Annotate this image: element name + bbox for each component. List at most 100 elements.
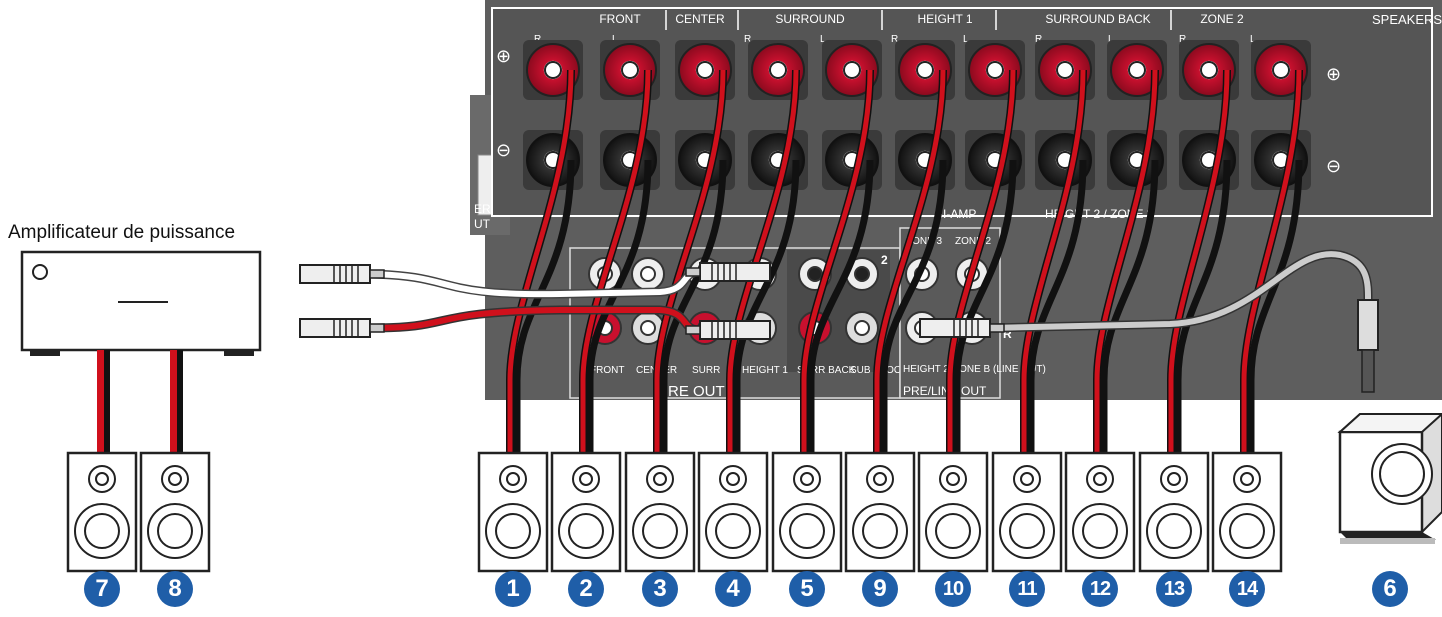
tweeter-center xyxy=(1093,472,1107,486)
minus-icon-left: ⊖ xyxy=(496,140,511,160)
rca-plug-tip xyxy=(369,269,385,279)
group-label: ZONE 2 xyxy=(1200,12,1244,26)
rca-plug-body xyxy=(299,318,371,338)
channel-letter: L xyxy=(1250,34,1256,45)
number-badge: 2 xyxy=(568,571,604,607)
terminal-hole xyxy=(916,61,934,79)
number-badge: 9 xyxy=(862,571,898,607)
plus-icon-right: ⊕ xyxy=(1326,64,1341,84)
rca-plug-preout-white xyxy=(685,262,771,282)
group-label: SURROUND xyxy=(775,12,845,26)
preout-num-2: 2 xyxy=(881,253,888,267)
rca-plug-tip xyxy=(685,325,701,335)
speaker-cable-red xyxy=(580,69,651,453)
power-amplifier xyxy=(20,250,262,356)
preout-input-label: SURR xyxy=(692,365,720,376)
channel-letter: R xyxy=(891,34,898,45)
tweeter-center xyxy=(653,472,667,486)
tweeter-center xyxy=(946,472,960,486)
tweeter-center xyxy=(1020,472,1034,486)
speaker-icon xyxy=(1064,451,1136,573)
rca-plug-tip xyxy=(369,323,385,333)
speaker-cable-black xyxy=(1247,159,1303,453)
speakers-label: SPEAKERS xyxy=(1372,12,1442,27)
speaker-cable-red xyxy=(654,69,726,453)
rca-plug-sub-vertical xyxy=(1357,299,1379,351)
channel-letter: R xyxy=(1035,34,1042,45)
rca-plug-tip xyxy=(989,323,1005,333)
rca-plug-body xyxy=(699,262,771,282)
terminal-hole xyxy=(986,61,1004,79)
rca-plug-tip xyxy=(685,267,701,277)
amp-speaker-cable-red xyxy=(170,350,177,453)
speaker-cable-black xyxy=(880,159,947,453)
terminal-hole xyxy=(843,61,861,79)
speaker-cable-red xyxy=(507,69,574,453)
amp-speaker-cable-black xyxy=(177,350,183,453)
terminal-hole xyxy=(621,61,639,79)
rca-plug-subwoofer xyxy=(919,318,1005,338)
tweeter-center xyxy=(506,472,520,486)
speaker-cable-black xyxy=(1174,159,1231,453)
speaker-icon xyxy=(550,451,622,573)
speaker-cable-black xyxy=(660,159,727,453)
speaker-icon xyxy=(697,451,769,573)
preout-jack-center xyxy=(854,266,870,282)
tweeter-center xyxy=(168,472,182,486)
rca-plug-body xyxy=(299,264,371,284)
speaker-icon xyxy=(771,451,843,573)
rca-plug-body xyxy=(919,318,991,338)
tweeter-center xyxy=(1240,472,1254,486)
preout-jack-center xyxy=(640,266,656,282)
speaker-icon xyxy=(624,451,696,573)
number-badge: 5 xyxy=(789,571,825,607)
rca-plug-amp-red xyxy=(299,318,385,338)
terminal-hole xyxy=(769,61,787,79)
rca-plug-body xyxy=(699,320,771,340)
preout-jack-center xyxy=(640,320,656,336)
tweeter-center xyxy=(579,472,593,486)
preout-input-label: FRONT xyxy=(590,365,624,376)
amp-speaker-cable-black xyxy=(104,350,110,453)
woofer-center xyxy=(495,513,531,549)
number-badge: 11 xyxy=(1009,571,1045,607)
channel-letter: L xyxy=(820,34,826,45)
speaker-icon xyxy=(844,451,916,573)
number-badge: 10 xyxy=(935,571,971,607)
speaker-cable-red xyxy=(727,69,799,453)
speaker-cable-red xyxy=(874,69,946,453)
power-button-icon xyxy=(32,264,48,280)
side-text-2: UT xyxy=(474,217,491,231)
preout-jack-center xyxy=(807,266,823,282)
number-badge: 13 xyxy=(1156,571,1192,607)
channel-letter: L xyxy=(612,34,618,45)
terminal-hole xyxy=(544,61,562,79)
number-badge: 4 xyxy=(715,571,751,607)
side-text-1: ER xyxy=(474,202,491,216)
tweeter-center xyxy=(726,472,740,486)
preout-jack-center xyxy=(854,320,870,336)
tweeter-center xyxy=(800,472,814,486)
terminal-hole xyxy=(1128,61,1146,79)
woofer-center xyxy=(789,513,825,549)
group-label: FRONT xyxy=(599,12,641,26)
number-badge: 12 xyxy=(1082,571,1118,607)
height-zone3-label: HEIGHT 2 / ZONE 3 xyxy=(1045,207,1154,221)
terminal-hole xyxy=(1200,61,1218,79)
zone-label-2: ZONE 2 xyxy=(955,236,992,247)
preout-input-label: HEIGHT 1 xyxy=(742,365,788,376)
zone-bottom-1: HEIGHT 2 xyxy=(903,364,949,375)
speaker-cable-black xyxy=(1027,159,1087,453)
channel-letter: L xyxy=(963,34,969,45)
speaker-cable-red xyxy=(801,69,873,453)
number-badge: 8 xyxy=(157,571,193,607)
woofer-center xyxy=(935,513,971,549)
channel-letter: L xyxy=(1108,34,1114,45)
right-letter: R xyxy=(1003,327,1012,341)
woofer-center xyxy=(568,513,604,549)
preout-label: PRE OUT xyxy=(658,383,725,400)
speaker-cable-red xyxy=(1168,69,1230,453)
speaker-icon xyxy=(917,451,989,573)
